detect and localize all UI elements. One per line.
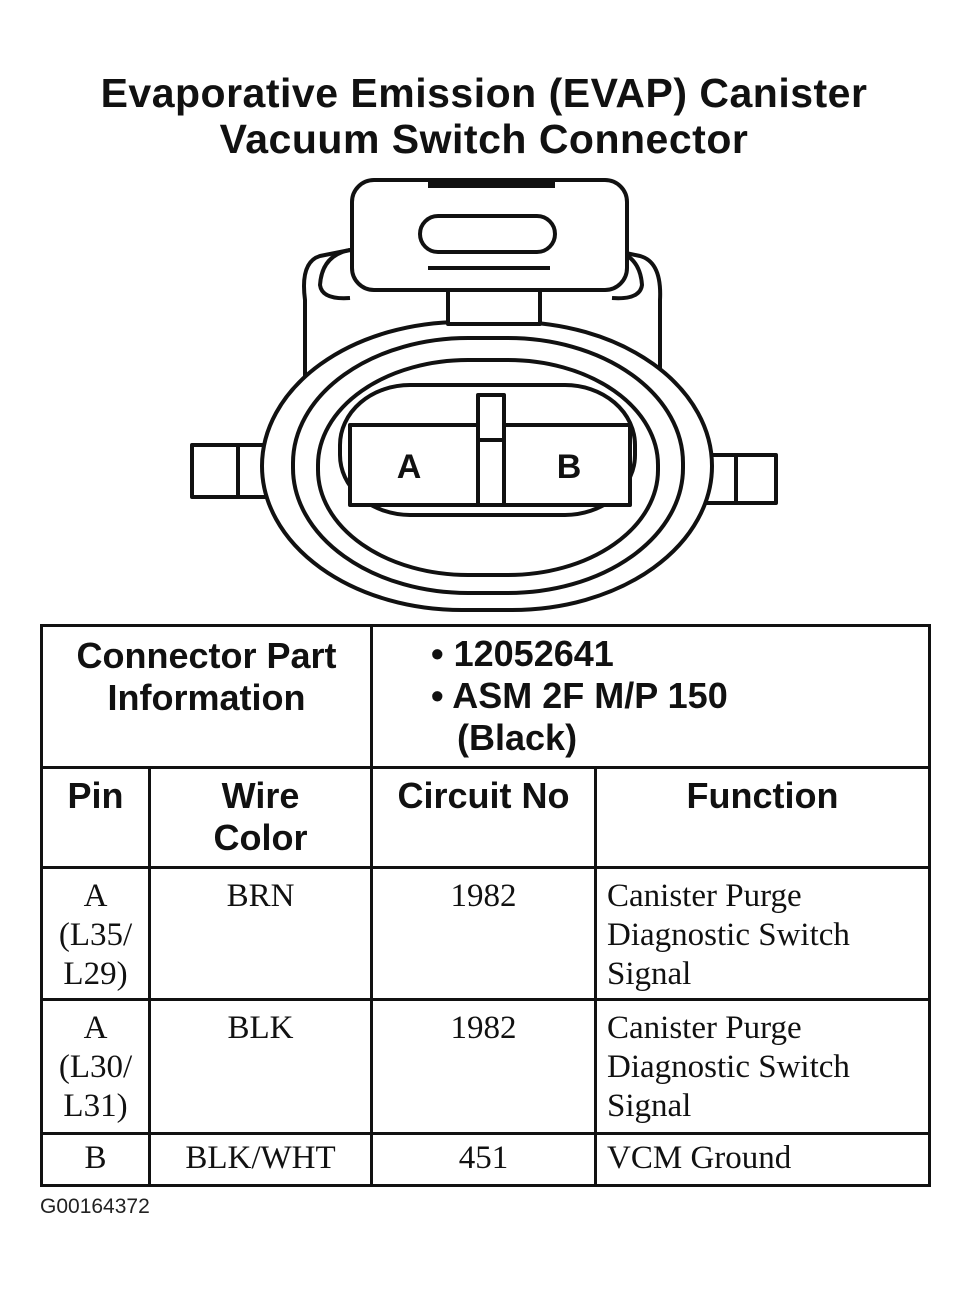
diagram-title: Evaporative Emission (EVAP) Canister Vac… <box>0 70 968 162</box>
connector-drawing: A B <box>190 178 778 612</box>
latch-stem <box>446 288 542 326</box>
row-circuit-no: 1982 <box>370 998 598 1135</box>
part-assembly: • ASM 2F M/P 150 <box>431 675 728 716</box>
table-header-row: Pin Wire Color Circuit No Function <box>40 766 932 869</box>
pin-a-cavity <box>348 423 482 507</box>
part-info-label-line-1: Connector Part <box>76 635 337 676</box>
row-wire-color: BRN <box>147 866 374 1001</box>
connector-info-table: Connector Part Information • 12052641 • … <box>39 624 932 1187</box>
row-circuit-no: 1982 <box>370 866 598 1001</box>
row-function: VCM Ground <box>594 1132 932 1187</box>
title-line-1: Evaporative Emission (EVAP) Canister <box>100 70 868 116</box>
latch-slot <box>418 214 557 254</box>
part-info-label: Connector Part Information <box>39 624 374 769</box>
table-row: A (L30/ L31) BLK 1982 Canister Purge Dia… <box>40 998 932 1135</box>
left-tab <box>190 443 274 499</box>
part-info-values: • 12052641 • ASM 2F M/P 150 (Black) <box>370 624 932 769</box>
part-number: • 12052641 <box>431 633 614 674</box>
table-row: B BLK/WHT 451 VCM Ground <box>40 1132 932 1187</box>
row-function: Canister Purge Diagnostic Switch Signal <box>594 866 932 1001</box>
cavity-divider <box>476 393 506 507</box>
pin-b-cavity <box>502 423 632 507</box>
row-wire-color: BLK <box>147 998 374 1135</box>
part-color: (Black) <box>457 717 578 758</box>
header-circuit-no: Circuit No <box>370 766 598 869</box>
header-function: Function <box>594 766 932 869</box>
row-function: Canister Purge Diagnostic Switch Signal <box>594 998 932 1135</box>
part-info-label-line-2: Information <box>107 677 306 718</box>
title-line-2: Vacuum Switch Connector <box>219 116 749 162</box>
header-pin: Pin <box>40 766 151 869</box>
row-pin: A (L30/ L31) <box>40 998 151 1135</box>
row-pin: A (L35/ L29) <box>40 866 151 1001</box>
row-circuit-no: 451 <box>370 1132 598 1187</box>
pin-a-label: A <box>397 448 422 486</box>
row-pin: B <box>40 1132 151 1187</box>
table-row: A (L35/ L29) BRN 1982 Canister Purge Dia… <box>40 866 932 1001</box>
header-wire-color: Wire Color <box>147 766 374 869</box>
row-wire-color: BLK/WHT <box>147 1132 374 1187</box>
pin-b-label: B <box>557 448 582 486</box>
figure-id: G00164372 <box>40 1195 150 1218</box>
